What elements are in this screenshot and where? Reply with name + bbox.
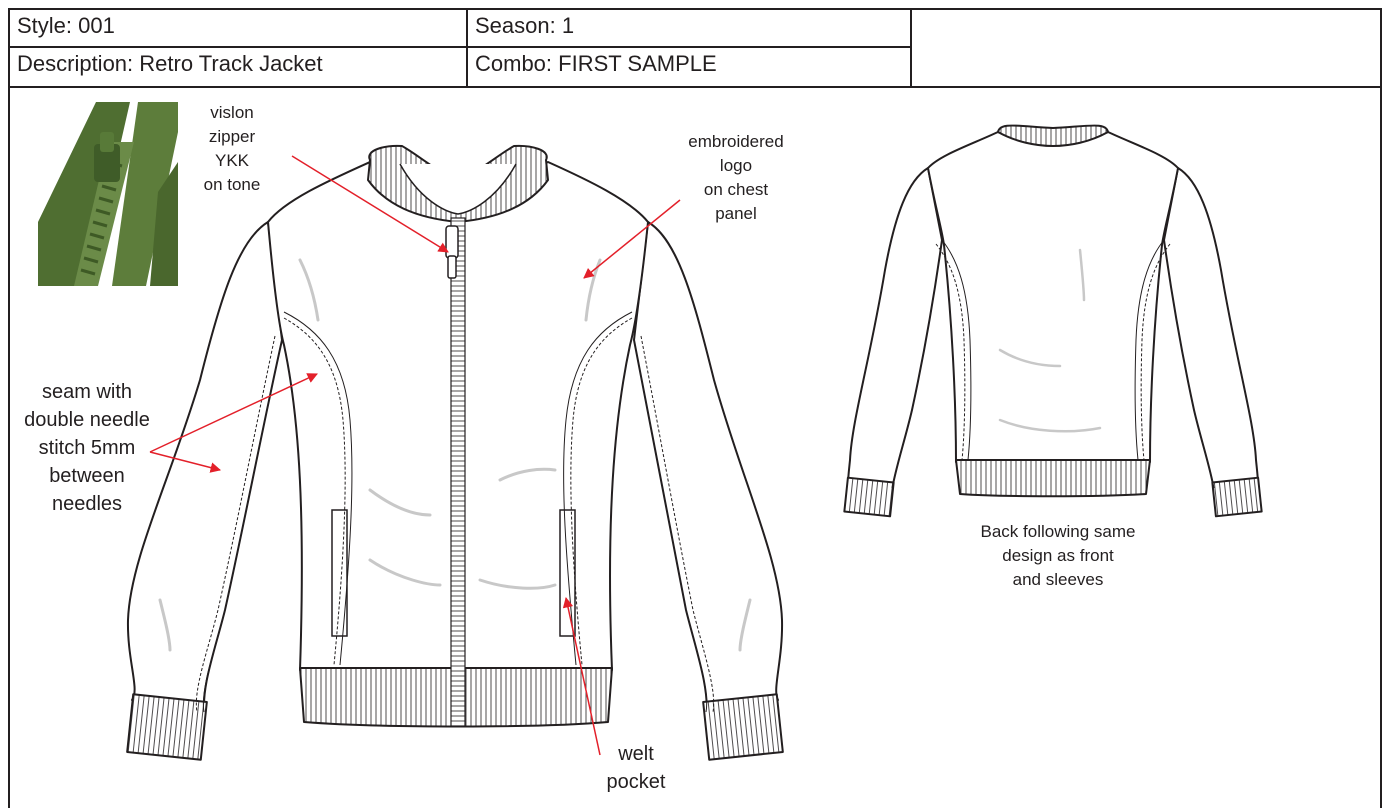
front-right-welt-pocket	[559, 509, 576, 637]
front-fold-shading	[158, 258, 752, 652]
logo-note: embroidered logo on chest panel	[688, 132, 784, 223]
front-right-cuff	[702, 693, 784, 761]
arrow-welt	[562, 596, 601, 756]
back-jacket-drawing	[843, 124, 1263, 518]
combo-cell: Combo: FIRST SAMPLE	[466, 46, 912, 88]
back-left-cuff	[843, 476, 895, 518]
zipper-swatch-image	[38, 102, 178, 286]
front-left-cuff	[126, 693, 208, 761]
annotation-arrows	[149, 155, 681, 756]
description-label: Description: Retro Track Jacket	[17, 51, 323, 76]
arrow-zipper	[291, 155, 449, 253]
combo-label: Combo: FIRST SAMPLE	[475, 51, 717, 76]
arrow-logo	[583, 199, 681, 279]
back-fold-shading	[998, 248, 1102, 433]
back-hem-band	[955, 459, 1151, 498]
front-panel-seams	[195, 311, 715, 713]
front-right-sleeve	[633, 221, 784, 717]
welt-pocket-note: welt pocket	[606, 743, 666, 793]
back-right-cuff	[1211, 476, 1263, 518]
back-collar	[997, 124, 1109, 147]
arrow-seam-upper	[149, 373, 318, 453]
front-zipper	[445, 217, 466, 727]
spec-sheet-frame	[8, 8, 1382, 808]
style-cell: Style: 001	[8, 8, 468, 48]
description-cell: Description: Retro Track Jacket	[8, 46, 468, 88]
back-panel-seams	[891, 239, 1215, 489]
zipper-note: vislon zipper YKK on tone	[203, 103, 261, 194]
style-label: Style: 001	[17, 13, 115, 38]
arrow-seam-lower	[149, 451, 222, 473]
seam-note: seam with double needle stitch 5mm betwe…	[24, 381, 150, 515]
blank-header-cell	[910, 8, 1382, 88]
back-note: Back following same design as front and …	[980, 522, 1136, 589]
season-label: Season: 1	[475, 13, 575, 38]
season-cell: Season: 1	[466, 8, 912, 48]
